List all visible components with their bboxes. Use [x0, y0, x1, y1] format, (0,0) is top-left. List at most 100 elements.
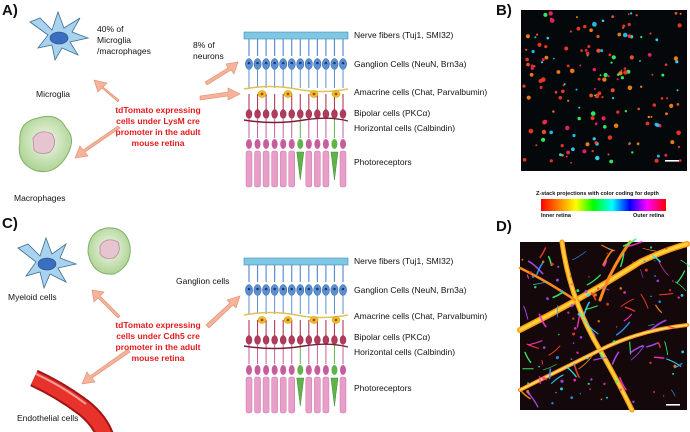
labeled-cell [651, 73, 654, 76]
bipolar-cell [288, 109, 295, 119]
labeled-cell [627, 13, 630, 16]
labeled-cell [570, 396, 574, 399]
labeled-cell [606, 302, 609, 306]
labeled-cell [639, 60, 641, 62]
labeled-cell [555, 391, 557, 394]
bipolar-cell [331, 109, 338, 119]
labeled-cell [655, 38, 659, 42]
labeled-cell [572, 133, 576, 138]
photoreceptor-nucleus [305, 365, 312, 375]
labeled-cell [647, 53, 652, 57]
amacrine-nucleus [312, 318, 316, 322]
bipolar-cell [254, 335, 261, 345]
bipolar-cell [339, 335, 347, 345]
depth-color-legend [541, 199, 666, 211]
labeled-cell [653, 391, 656, 393]
capillary [538, 376, 542, 385]
labeled-cell [649, 32, 652, 35]
labeled-cell [591, 149, 594, 153]
layer-label-amacrine-c: Amacrine cells (Chat, Parvalbumin) [354, 311, 488, 321]
labeled-cell [558, 333, 560, 336]
labeled-cell [623, 70, 628, 75]
labeled-cell [543, 119, 548, 124]
labeled-cell [658, 300, 661, 304]
photoreceptor-nucleus [254, 365, 261, 375]
capillary [603, 260, 608, 267]
capillary [552, 291, 564, 299]
micrograph-d-vessels [517, 238, 690, 413]
ganglion-nucleus [256, 287, 259, 291]
arrow-to-microglia-a [93, 79, 120, 103]
labeled-cell [676, 103, 680, 106]
labeled-cell [537, 42, 542, 47]
labeled-cell [616, 78, 619, 81]
labeled-cell [624, 110, 628, 113]
legend-title: Z-stack projections with color coding fo… [536, 191, 659, 197]
photoreceptor-nucleus [331, 139, 338, 149]
capillary [627, 241, 643, 248]
ganglion-nucleus [256, 61, 259, 65]
labeled-cell [589, 28, 593, 32]
labeled-cell [610, 61, 613, 64]
labeled-cell [677, 296, 680, 299]
capillary [667, 325, 676, 329]
labeled-cell [592, 67, 596, 72]
labeled-cell [615, 326, 618, 328]
labeled-cell [531, 275, 535, 278]
labeled-cell [596, 287, 600, 290]
labeled-cell [566, 64, 570, 68]
capillary [601, 244, 616, 252]
ganglion-nucleus [281, 61, 285, 65]
labeled-cell [583, 24, 587, 29]
ganglion-nucleus [341, 61, 345, 65]
labeled-cell [576, 351, 579, 354]
capillary [615, 321, 631, 336]
capillary [527, 260, 544, 275]
capillary [538, 313, 547, 328]
labeled-cell [565, 125, 570, 131]
ganglion-nucleus [298, 287, 302, 291]
retina-schematic-c [243, 257, 349, 414]
retina-schematic-a [243, 31, 349, 188]
ganglion-cells-label-c: Ganglion cells [176, 276, 230, 286]
nerve-fiber-layer [243, 257, 349, 266]
labeled-cell [673, 56, 679, 61]
ganglion-nucleus [264, 287, 268, 291]
amacrine-nucleus [334, 318, 338, 322]
legend-outer-retina: Outer retina [633, 213, 665, 219]
labeled-cell [613, 123, 619, 129]
labeled-cell [525, 57, 529, 62]
labeled-cell [650, 295, 652, 298]
labeled-cell [526, 62, 530, 67]
cone-outer-segment [330, 377, 339, 407]
legend-inner-retina: Inner retina [541, 213, 571, 219]
labeled-cell [615, 379, 619, 383]
labeled-cell [541, 129, 547, 135]
labeled-cell [540, 61, 544, 64]
labeled-cell [550, 262, 554, 266]
capillary [670, 389, 676, 397]
labeled-cell [600, 49, 604, 53]
capillary [566, 366, 577, 378]
ganglion-nucleus [298, 61, 302, 65]
scale-bar-b [665, 160, 679, 162]
labeled-cell [529, 72, 534, 77]
ganglion-nucleus [290, 287, 294, 291]
labeled-cell [595, 155, 600, 161]
labeled-cell [525, 48, 528, 51]
labeled-cell [650, 246, 653, 249]
bipolar-cell [279, 335, 287, 345]
micrograph-b [521, 10, 687, 171]
labeled-cell [627, 244, 630, 247]
labeled-cell [629, 12, 633, 15]
labeled-cell [561, 154, 564, 157]
labeled-cell [677, 23, 682, 28]
labeled-cell [573, 327, 577, 330]
labeled-cell [548, 11, 553, 16]
labeled-cell [542, 346, 546, 349]
labeled-cell [531, 49, 535, 54]
capillary [532, 281, 548, 285]
labeled-cell [655, 123, 660, 127]
labeled-cell [585, 142, 590, 147]
photoreceptor-nucleus [271, 365, 278, 375]
